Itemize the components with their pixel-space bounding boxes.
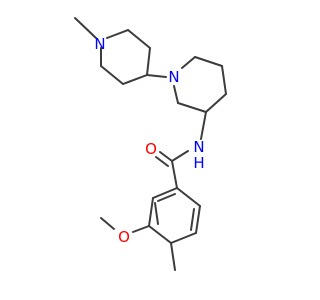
bond-carbonyl — [159, 151, 173, 162]
bond-ring-b — [173, 85, 179, 104]
bond-carbonyl — [155, 156, 169, 167]
bond-linker — [146, 74, 167, 78]
atom-n-methylpiperidine: N — [94, 35, 105, 53]
bond-ring-a — [106, 29, 129, 39]
structure-canvas: N N N H O O — [74, 17, 227, 271]
bond-aryl — [170, 232, 197, 244]
bond-c-aryl — [171, 160, 178, 189]
bond-ring-b — [177, 102, 207, 113]
bond-aryl — [154, 202, 159, 225]
bond-aryl-methyl — [170, 242, 176, 271]
atom-o-carbonyl: O — [145, 140, 157, 158]
bond-aryl — [157, 193, 176, 202]
atom-h-amide: H — [193, 154, 204, 172]
bond-c-namide — [200, 111, 207, 140]
atoms: N N N H O O — [94, 35, 204, 246]
bond-ring-b — [194, 56, 223, 67]
bond-namide-c — [171, 150, 189, 162]
atom-n-piperidine: N — [168, 68, 179, 86]
bond-aryl — [190, 208, 195, 231]
bond-omethoxy-ch3 — [100, 217, 115, 230]
bond-aryl — [148, 225, 172, 244]
bond-ring-b — [221, 65, 227, 95]
bonds — [74, 17, 227, 271]
bond-c-omethoxy — [132, 225, 150, 233]
bond-ring-a — [100, 65, 124, 85]
atom-o-methoxy: O — [118, 228, 130, 246]
bond-nmethyl — [74, 17, 97, 39]
bond-ring-a — [127, 29, 151, 49]
bond-ring-a — [146, 47, 151, 76]
bond-aryl — [176, 187, 201, 207]
atom-n-amide: N — [193, 138, 204, 156]
bond-ring-b — [205, 93, 227, 113]
bond-ring-b — [181, 56, 196, 69]
bond-ring-a — [122, 74, 148, 85]
molecule-structure: N N N H O O — [74, 17, 227, 271]
bond-aryl — [148, 197, 154, 227]
bond-aryl — [195, 205, 201, 234]
bond-aryl — [152, 187, 178, 199]
